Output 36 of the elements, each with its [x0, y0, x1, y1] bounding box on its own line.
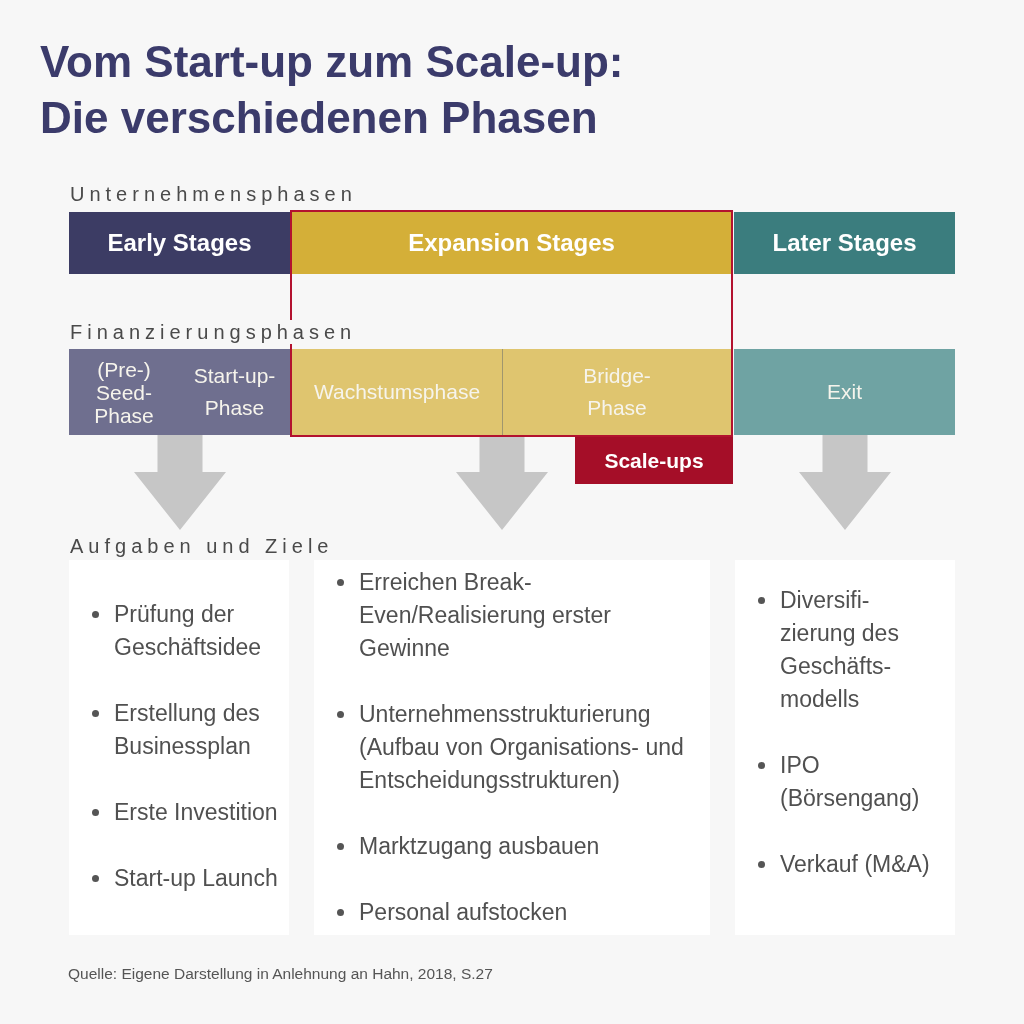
list-item-text: IPO (Börsengang): [780, 751, 921, 813]
block-arrow: [134, 435, 226, 530]
block-arrow: [456, 435, 548, 530]
list-item-text: Prüfung der Geschäftsidee: [114, 600, 263, 662]
stage-band: [292, 212, 731, 274]
stage-band: [69, 212, 290, 274]
stage-band: [734, 212, 955, 274]
tag-label: Scale-ups: [604, 447, 704, 474]
phase-label: Bridge- Phase: [582, 363, 652, 421]
task-card: [314, 560, 710, 935]
list-item-text: Verkauf (M&A): [780, 850, 931, 879]
phase-label: (Pre-) Seed- Phase: [93, 357, 155, 427]
band-label: Later Stages: [772, 228, 917, 258]
task-card: [735, 560, 955, 935]
list-item-text: Diversifi- zierung des Geschäfts- modells: [780, 586, 900, 714]
task-card: [69, 560, 289, 935]
list-item-text: Erreichen Break- Even/Realisierung erster Gewinne: [359, 568, 612, 663]
band-label: Early Stages: [107, 228, 252, 258]
title: Vom Start-up zum Scale-up: Die verschiedenen Phasen: [40, 36, 625, 144]
list-item-text: Unternehmensstrukturierung (Aufbau von Organisations- und Entscheidungsstrukturen): [359, 700, 685, 795]
list-item-text: Erste Investition: [114, 798, 279, 827]
band-label: Expansion Stages: [408, 228, 615, 258]
phase-label: Exit: [827, 379, 862, 405]
phase-label: Wachstumsphase: [313, 379, 481, 405]
list-item-text: Marktzugang ausbauen: [359, 832, 601, 861]
phase-band: [734, 349, 955, 435]
source-note: Quelle: Eigene Darstellung in Anlehnung an Hahn, 2018, S.27: [68, 964, 493, 984]
list-item-text: Start-up Launch: [114, 864, 279, 893]
list-item-text: Personal aufstocken: [359, 898, 569, 927]
highlight-tag: [575, 437, 733, 484]
phase-band: [69, 349, 290, 435]
list-item-text: Erstellung des Businessplan: [114, 699, 261, 761]
block-arrow: [799, 435, 891, 530]
phase-band: [502, 349, 731, 435]
phase-band: [292, 349, 502, 435]
phase-label: Start-up- Phase: [192, 363, 277, 421]
